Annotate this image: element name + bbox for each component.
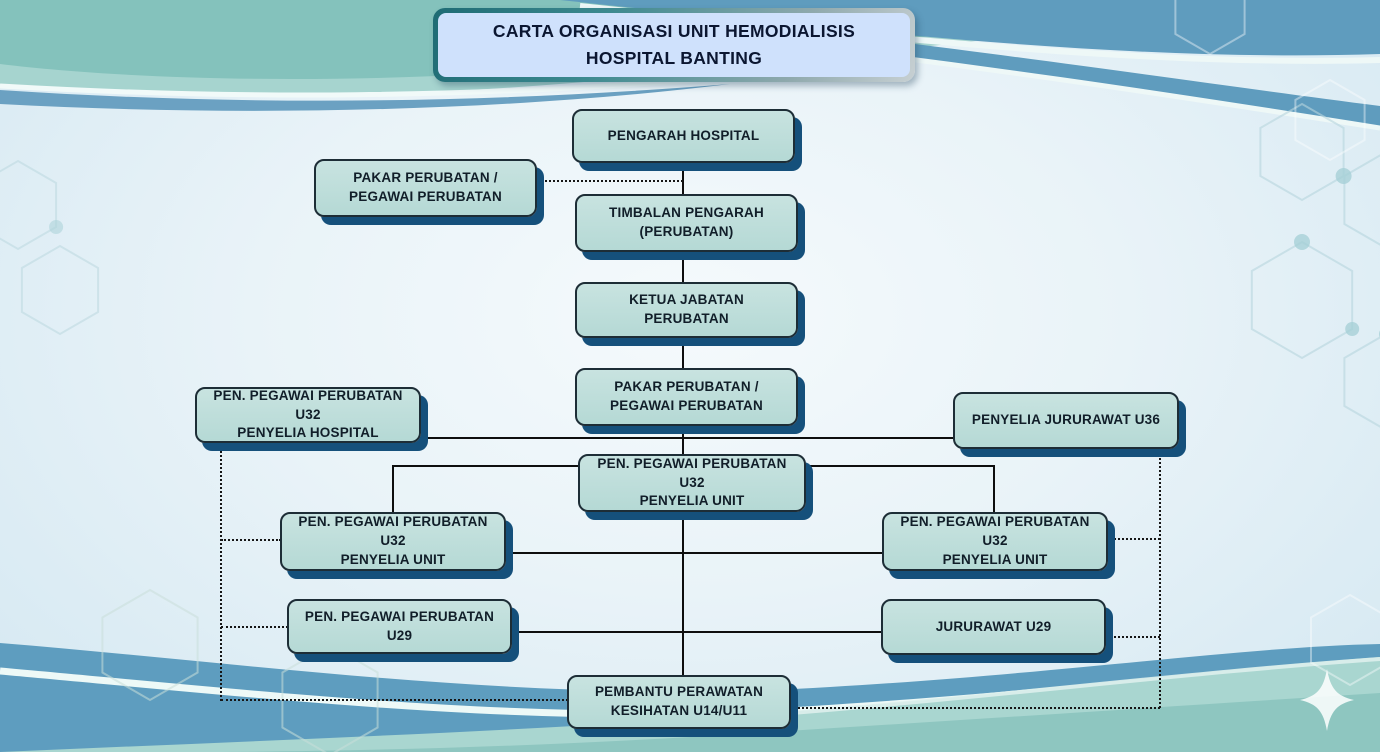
dotted-right-to-pembantu	[791, 707, 1160, 709]
connector-branch-hospital-jururawat	[420, 437, 954, 439]
connector-timbalan-ketua	[682, 250, 684, 283]
dotted-pakar-top-link	[536, 180, 683, 182]
dotted-right-to-unit-right	[1107, 538, 1160, 540]
connector-u29-row	[511, 631, 882, 633]
connector-drop-unit-left	[392, 465, 394, 513]
connector-center-to-pembantu	[682, 511, 684, 676]
node-pen-pegawai-u29: PEN. PEGAWAI PERUBATAN U29	[287, 599, 512, 654]
node-penyelia-jururawat-u36: PENYELIA JURURAWAT U36	[953, 392, 1179, 449]
node-ketua-jabatan-perubatan: KETUA JABATAN PERUBATAN	[575, 282, 798, 338]
sparkle-icon	[1300, 669, 1354, 731]
connector-pakar-down	[682, 424, 684, 455]
connector-unit-left-right	[505, 552, 883, 554]
chart-title: CARTA ORGANISASI UNIT HEMODIALISIS HOSPI…	[438, 13, 910, 77]
node-pakar-perubatan-top: PAKAR PERUBATAN / PEGAWAI PERUBATAN	[314, 159, 537, 217]
dotted-left-to-unit-left	[221, 539, 281, 541]
dotted-right-to-jururawat-u29	[1106, 636, 1160, 638]
node-pen-pegawai-u32-penyelia-unit-left: PEN. PEGAWAI PERUBATAN U32 PENYELIA UNIT	[280, 512, 506, 571]
node-jururawat-u29: JURURAWAT U29	[881, 599, 1106, 655]
node-pembantu-perawatan: PEMBANTU PERAWATAN KESIHATAN U14/U11	[567, 675, 791, 729]
chart-title-box: CARTA ORGANISASI UNIT HEMODIALISIS HOSPI…	[433, 8, 915, 82]
node-pen-pegawai-u32-penyelia-unit-center: PEN. PEGAWAI PERUBATAN U32 PENYELIA UNIT	[578, 454, 806, 512]
connector-drop-unit-right	[993, 465, 995, 513]
node-pakar-perubatan-mid: PAKAR PERUBATAN / PEGAWAI PERUBATAN	[575, 368, 798, 426]
dotted-right-rail	[1159, 450, 1161, 708]
node-pengarah-hospital: PENGARAH HOSPITAL	[572, 109, 795, 163]
dotted-left-to-pembantu	[221, 699, 568, 701]
connector-pengarah-timbalan	[682, 163, 684, 195]
dotted-left-rail	[220, 444, 222, 701]
connector-ketua-pakar	[682, 337, 684, 369]
node-pen-pegawai-u32-penyelia-unit-right: PEN. PEGAWAI PERUBATAN U32 PENYELIA UNIT	[882, 512, 1108, 571]
node-timbalan-pengarah: TIMBALAN PENGARAH (PERUBATAN)	[575, 194, 798, 252]
dotted-left-to-u29	[221, 626, 288, 628]
node-pen-pegawai-u32-penyelia-hospital: PEN. PEGAWAI PERUBATAN U32 PENYELIA HOSP…	[195, 387, 421, 443]
